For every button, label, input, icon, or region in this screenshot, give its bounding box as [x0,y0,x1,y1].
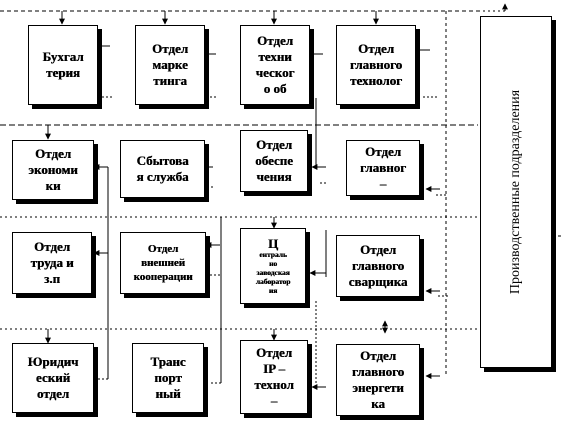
dept-transport-label: Транс порт ный [150,354,186,401]
dept-external-cooperation: Отдел внешней кооперации [120,232,206,294]
central-factory-laboratory: Ц ентраль но заводская лаборатор ия [240,228,306,304]
dept-accounting: Бухгал терия [28,25,98,105]
dept-sales: Сбытова я служба [120,140,205,198]
dept-technical-label: Отдел техни ческог о об [255,33,295,96]
dept-chief-power-engineer: Отдел главного энергети ка [336,344,420,416]
dept-labor-wages-label: Отдел труда и з.п [30,239,74,286]
production-units-box: Производственные подразделения [480,16,552,368]
dept-labor-wages: Отдел труда и з.п [12,232,92,294]
dept-marketing: Отдел марке тинга [135,25,205,105]
dept-chief-technologist-label: Отдел главного технолог [349,41,403,88]
dept-supply-label: Отдел обеспе чения [255,137,293,184]
dept-chief-power-engineer-label: Отдел главного энергети ка [351,348,405,411]
lab-label-rest: ентраль но заводская лаборатор ия [255,250,291,295]
dept-supply: Отдел обеспе чения [240,130,308,192]
dept-external-cooperation-label: Отдел внешней кооперации [133,243,193,283]
dept-chief-technologist: Отдел главного технолог [336,25,416,105]
dept-accounting-label: Бухгал терия [42,49,84,80]
dept-marketing-label: Отдел марке тинга [152,41,188,88]
dept-economics: Отдел экономи ки [12,140,94,200]
dept-chief-other: Отдел главног – [346,140,420,196]
dept-chief-other-label: Отдел главног – [360,144,406,191]
production-units-label: Производственные подразделения [508,89,523,295]
dept-legal: Юридич еский отдел [12,343,94,413]
dept-sales-label: Сбытова я служба [136,153,189,184]
dept-ir-technology: Отдел IP – технол – [240,340,308,414]
dept-chief-welder: Отдел главного сварщика [336,235,420,297]
dept-technical: Отдел техни ческог о об [240,25,310,105]
dept-transport: Транс порт ный [132,343,204,413]
dept-legal-label: Юридич еский отдел [27,354,79,401]
lab-label-initial: Ц [267,236,279,251]
dept-economics-label: Отдел экономи ки [28,146,78,193]
dept-ir-technology-label: Отдел IP – технол – [254,345,294,408]
dept-chief-welder-label: Отдел главного сварщика [348,242,408,289]
